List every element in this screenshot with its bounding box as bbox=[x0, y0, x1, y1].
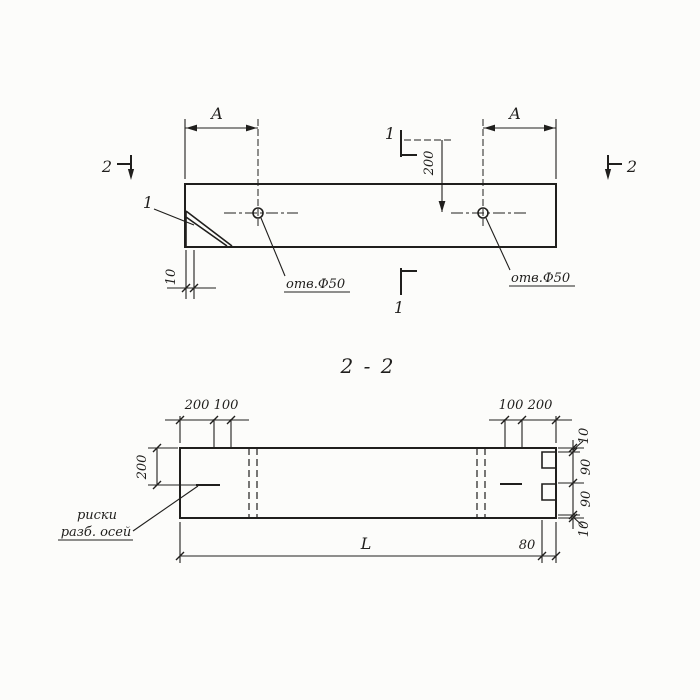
dimension-top-right: 100 200 bbox=[489, 398, 572, 447]
dim-label-90-lower: 90 bbox=[579, 491, 594, 508]
slash-ticks bbox=[181, 283, 199, 293]
extension-lines bbox=[185, 250, 195, 299]
hole-circle bbox=[477, 207, 489, 219]
view-direction-arrow bbox=[127, 169, 135, 180]
hole-circle bbox=[252, 207, 264, 219]
dim-label-a-left: A bbox=[209, 104, 223, 123]
section-label: 1 bbox=[385, 124, 395, 143]
hole-right: отв.Ф50 bbox=[451, 207, 575, 287]
beam-outline bbox=[184, 183, 557, 248]
arrowhead bbox=[186, 124, 197, 132]
end-plate-detail bbox=[185, 210, 233, 247]
leader-line bbox=[153, 208, 195, 226]
detail-label: 1 bbox=[143, 193, 153, 212]
dim-label-80: 80 bbox=[519, 538, 536, 553]
dim-label-90-upper: 90 bbox=[579, 459, 594, 476]
section-mark-2-left: 2 bbox=[101, 155, 135, 180]
dim-label-10: 10 bbox=[164, 269, 179, 286]
dim-label-200: 200 bbox=[422, 151, 437, 177]
cut-line bbox=[400, 268, 417, 295]
section-mark-1-bottom: 1 bbox=[394, 268, 417, 317]
view-direction-arrow bbox=[604, 169, 612, 180]
slash-ticks bbox=[175, 551, 561, 561]
arrowhead bbox=[544, 124, 555, 132]
dimension-length: L 80 bbox=[175, 520, 561, 563]
dim-label-100: 100 bbox=[214, 398, 239, 413]
extension-lines bbox=[504, 416, 557, 447]
extension-lines bbox=[148, 447, 196, 486]
dim-label-length: L bbox=[360, 534, 372, 553]
section-label: 1 bbox=[394, 298, 404, 317]
dimension-top-left: 200 100 bbox=[165, 398, 249, 447]
axis-label-line2: разб. осей bbox=[61, 525, 132, 540]
leader-fan bbox=[572, 440, 584, 527]
section-label: 2 bbox=[626, 157, 637, 176]
hole-label: отв.Ф50 bbox=[286, 277, 345, 292]
dimension-10: 10 bbox=[164, 250, 216, 299]
dimension-a-left: A bbox=[184, 104, 259, 226]
top-view: A A 1 1 2 2 bbox=[101, 104, 637, 317]
dim-label-100: 100 bbox=[499, 398, 524, 413]
slash-ticks bbox=[152, 443, 162, 490]
slash-ticks bbox=[568, 443, 578, 523]
axis-label-line1: риски bbox=[77, 508, 117, 523]
hidden-edge-left bbox=[248, 448, 258, 518]
hole-left: отв.Ф50 bbox=[224, 207, 350, 293]
notch-lower bbox=[541, 483, 556, 501]
dim-label-a-right: A bbox=[507, 104, 521, 123]
section-label: 2 bbox=[101, 157, 112, 176]
dimension-a-right: A bbox=[482, 104, 557, 226]
leader-line bbox=[132, 485, 199, 532]
notch-upper bbox=[541, 451, 556, 469]
dimension-200-vertical: 200 bbox=[404, 139, 452, 212]
dimension-left-200: 200 bbox=[135, 443, 196, 490]
arrowhead bbox=[438, 201, 446, 212]
dim-label-10-bottom: 10 bbox=[577, 521, 592, 538]
slash-ticks bbox=[175, 415, 236, 425]
section-outline bbox=[179, 447, 557, 519]
axis-marks-annotation: риски разб. осей bbox=[58, 485, 199, 541]
dimension-right-stack: 10 90 90 10 bbox=[558, 428, 594, 538]
section-mark-2-right: 2 bbox=[604, 155, 637, 180]
arrowhead bbox=[246, 124, 257, 132]
cut-line bbox=[400, 130, 417, 157]
section-view: 200 200 100 100 200 10 90 90 10 bbox=[58, 398, 594, 563]
detail-callout-1: 1 bbox=[143, 193, 195, 226]
extension-lines bbox=[179, 416, 232, 447]
dim-label-200: 200 bbox=[527, 398, 553, 413]
hidden-edge-right bbox=[476, 448, 486, 518]
hole-label: отв.Ф50 bbox=[511, 271, 570, 286]
section-title: 2 - 2 bbox=[340, 354, 396, 378]
section-mark-1-top: 1 bbox=[385, 124, 417, 157]
slash-ticks bbox=[500, 415, 561, 425]
dim-label-10-top: 10 bbox=[577, 428, 592, 445]
leader-line bbox=[485, 217, 511, 271]
cut-line bbox=[117, 155, 132, 171]
dim-label-200: 200 bbox=[184, 398, 210, 413]
leader-line bbox=[260, 217, 286, 277]
arrowhead bbox=[484, 124, 495, 132]
dim-label-200: 200 bbox=[135, 455, 150, 481]
cut-line bbox=[607, 155, 622, 171]
